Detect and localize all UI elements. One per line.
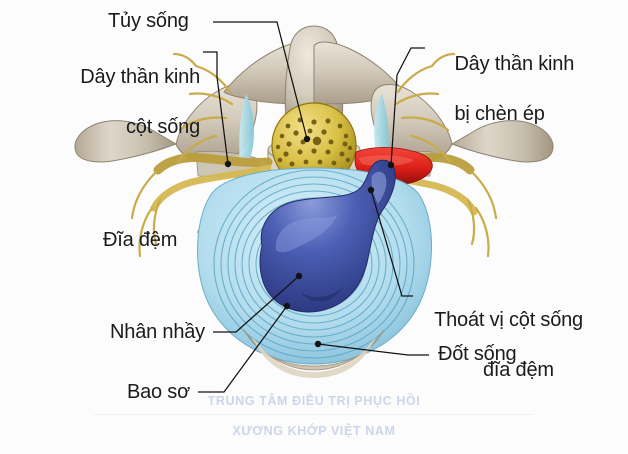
ligamentum-flavum bbox=[239, 94, 389, 162]
label-nucleus: Nhân nhầy bbox=[110, 321, 205, 343]
leader-herniation bbox=[370, 189, 413, 297]
label-herniation-line1: Thoát vị cột sống bbox=[434, 309, 583, 331]
vertebra-cross-section-illustration bbox=[74, 21, 554, 393]
label-spinal-cord: Tủy sống bbox=[108, 10, 189, 32]
spinal-cord bbox=[271, 102, 357, 188]
leader-nucleus bbox=[213, 275, 300, 333]
nucleus-pulposus bbox=[259, 159, 396, 313]
leader-vertebra bbox=[317, 343, 429, 356]
label-spinal-nerve-line2: cột sống bbox=[125, 116, 200, 138]
anterior-vertebral-rim bbox=[243, 329, 385, 378]
leader-annulus bbox=[198, 305, 288, 393]
watermark: TRUNG TÂM ĐIỀU TRỊ PHỤC HỒI XƯƠNG KHỚP V… bbox=[0, 379, 628, 454]
leader-lines bbox=[198, 21, 429, 393]
label-herniation: Thoát vị cột sống đĩa đệm bbox=[413, 283, 618, 408]
label-herniation-line2: đĩa đệm bbox=[483, 359, 554, 381]
leader-spinal-cord bbox=[213, 21, 308, 140]
label-spinal-nerve: Dây thần kinh cột sống bbox=[0, 40, 200, 165]
bottom-divider bbox=[94, 414, 534, 415]
label-disc: Đĩa đệm bbox=[103, 229, 178, 251]
label-vertebra: Đốt sống bbox=[438, 343, 517, 365]
label-spinal-nerve-line1: Dây thần kinh bbox=[80, 66, 200, 88]
watermark-line1: TRUNG TÂM ĐIỀU TRỊ PHỤC HỒI bbox=[207, 394, 421, 408]
label-pinched-nerve: Dây thần kinh bị chèn ép bbox=[433, 27, 574, 152]
label-pinched-nerve-line2: bị chèn ép bbox=[454, 103, 545, 125]
watermark-line2: XƯƠNG KHỚP VIỆT NAM bbox=[232, 424, 396, 438]
leader-spinal-nerve bbox=[203, 51, 229, 165]
figure-canvas: Tủy sống Dây thần kinh cột sống Dây thần… bbox=[0, 10, 618, 438]
label-pinched-nerve-line1: Dây thần kinh bbox=[454, 53, 575, 75]
label-annulus: Bao sơ bbox=[126, 381, 190, 403]
leader-pinched-nerve bbox=[390, 47, 425, 166]
